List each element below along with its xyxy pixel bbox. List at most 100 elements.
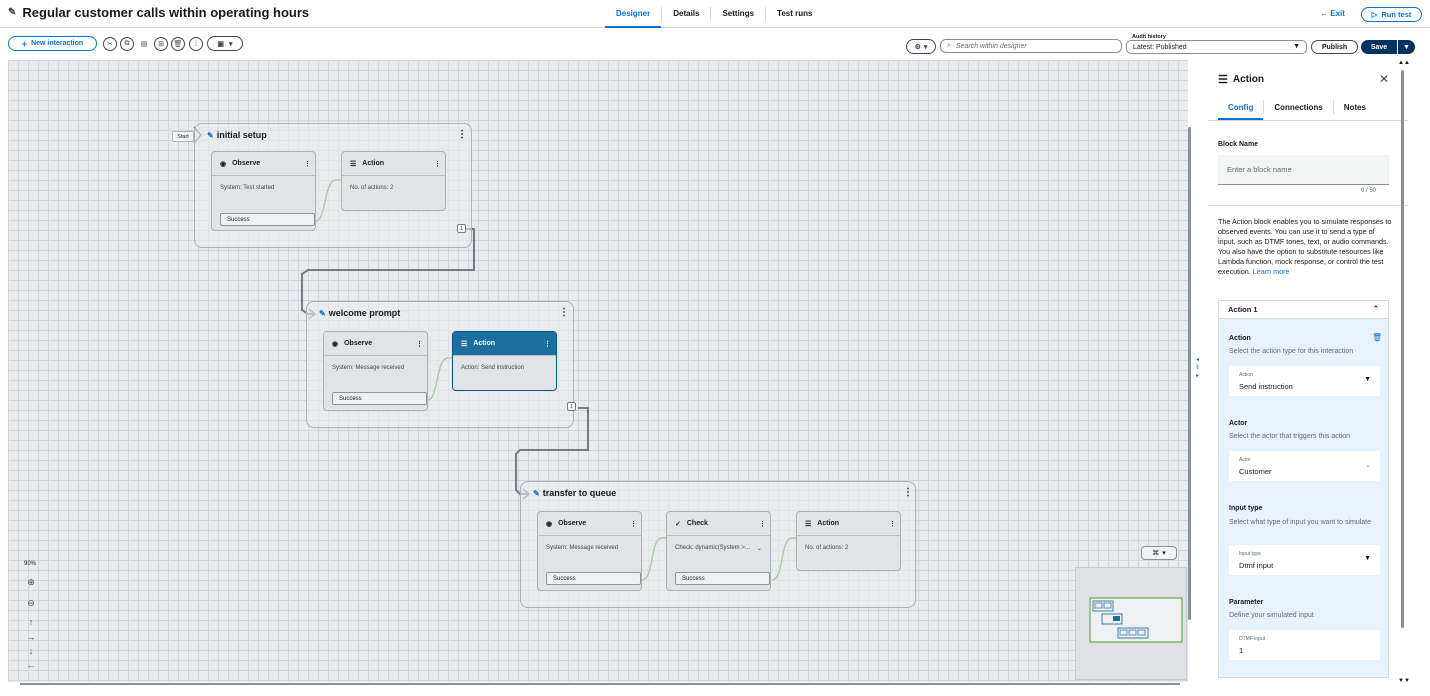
pencil-icon[interactable]: ✎ [533, 488, 540, 498]
actor-label: Actor [1229, 420, 1248, 427]
publish-button[interactable]: Publish [1311, 40, 1358, 54]
block-name-input[interactable]: Enter a block name [1218, 155, 1389, 185]
group-icon[interactable]: ⊞ [154, 37, 168, 51]
outport-success[interactable]: Success [220, 213, 315, 226]
layout-icon: ▣ [217, 40, 225, 48]
group-title[interactable]: ✎ welcome prompt [319, 308, 401, 318]
panel-splitter[interactable]: ◂ ‖ ▸ [1196, 356, 1199, 380]
observe-card[interactable]: ◉ Observe ⋮ System: Message received Suc… [537, 511, 642, 591]
kebab-menu-icon[interactable]: ⋮ [903, 487, 913, 498]
new-interaction-button[interactable]: + New interaction [8, 36, 97, 51]
save-button[interactable]: Save [1361, 40, 1397, 54]
pan-right-icon[interactable]: → [26, 632, 36, 642]
actor-select[interactable]: Actor Customer ⌄ [1229, 451, 1380, 481]
fit-view-dropdown[interactable]: ⌘ ▾ [1141, 546, 1177, 560]
scroll-up-icon[interactable]: ▲▲ [1398, 60, 1410, 66]
outport-success[interactable]: Success [675, 572, 770, 585]
observe-card[interactable]: ◉ Observe ⋮ System: Message received Suc… [323, 331, 428, 411]
pan-up-icon[interactable]: ↑ [28, 617, 34, 627]
zoom-in-icon[interactable]: ⊕ [27, 576, 35, 587]
group-initial-setup[interactable]: ✎ initial setup ⋮ ◉ Observe ⋮ System: Te… [194, 123, 472, 248]
tab-designer[interactable]: Designer [605, 7, 663, 28]
input-type-select[interactable]: Input type Dtmf input ▼ [1229, 545, 1380, 575]
cut-icon[interactable]: ✂ [103, 37, 117, 51]
grid-icon[interactable]: ⁞ [189, 37, 203, 51]
paste-icon[interactable]: ▤ [137, 37, 151, 51]
designer-canvas[interactable]: ✎ initial setup ⋮ ◉ Observe ⋮ System: Te… [8, 60, 1188, 682]
pencil-icon[interactable]: ✎ [8, 7, 17, 18]
kebab-menu-icon[interactable]: ⋮ [759, 520, 766, 528]
close-icon[interactable]: ✕ [1379, 72, 1390, 86]
canvas-vertical-scrollbar[interactable] [1188, 127, 1191, 620]
caret-down-icon: ▼ [1403, 43, 1410, 51]
kebab-menu-icon[interactable]: ⋮ [544, 340, 551, 348]
fit-screen-icon: ⌘ [1152, 550, 1160, 557]
exit-button[interactable]: ← Exit [1320, 9, 1345, 18]
pan-left-icon[interactable]: ← [26, 660, 36, 670]
eye-icon: ◉ [220, 160, 227, 168]
group-port[interactable]: 1 [457, 224, 466, 233]
zoom-level: 90% [24, 561, 37, 567]
caret-down-icon: ▾ [229, 40, 233, 48]
tab-settings[interactable]: Settings [711, 7, 767, 21]
tab-test-runs[interactable]: Test runs [777, 9, 813, 18]
divider [1208, 120, 1408, 121]
kebab-menu-icon[interactable]: ⋮ [434, 160, 441, 168]
tab-notes[interactable]: Notes [1343, 103, 1367, 112]
caret-down-icon: ▼ [1364, 555, 1371, 562]
kebab-menu-icon[interactable]: ⋮ [889, 520, 896, 528]
eye-icon: ◉ [546, 520, 553, 528]
chevron-down-icon[interactable]: ⌄ [756, 546, 762, 552]
check-card[interactable]: ✓ Check ⋮ Check: dynamic(System >... ⌄ S… [666, 511, 771, 591]
pencil-icon[interactable]: ✎ [319, 308, 326, 318]
delete-icon[interactable]: 🗑 [171, 37, 185, 51]
save-dropdown-button[interactable]: ▼ [1398, 40, 1415, 54]
audit-history-select[interactable]: Latest: Published ▼ [1126, 40, 1307, 54]
kebab-menu-icon[interactable]: ⋮ [559, 307, 569, 318]
kebab-menu-icon[interactable]: ⋮ [416, 340, 423, 348]
tab-details[interactable]: Details [662, 7, 712, 21]
action-card[interactable]: ☰ Action ⋮ No. of actions: 2 [796, 511, 901, 571]
chevron-down-icon: ⌄ [1365, 462, 1371, 469]
outport-success[interactable]: Success [332, 392, 427, 405]
action-label: Action [1229, 335, 1251, 342]
action-1-section-header[interactable]: Action 1 ⌃ [1218, 300, 1389, 318]
kebab-menu-icon[interactable]: ⋮ [630, 520, 637, 528]
observe-card[interactable]: ◉ Observe ⋮ System: Test started Success [211, 151, 316, 231]
kebab-menu-icon[interactable]: ⋮ [457, 129, 467, 140]
run-test-button[interactable]: ▷ Run test [1361, 7, 1422, 22]
actor-description: Select the actor that triggers this acti… [1229, 433, 1351, 440]
action-card-selected[interactable]: ☰ Action ⋮ Action: Send instruction [452, 331, 557, 391]
action-select[interactable]: Action Send instruction ▼ [1229, 366, 1380, 396]
input-type-description: Select what type of input you want to si… [1229, 519, 1372, 526]
pencil-icon[interactable]: ✎ [207, 130, 214, 140]
list-icon: ☰ [1218, 74, 1228, 86]
copy-icon[interactable]: ⧉ [120, 37, 134, 51]
panel-scrollbar[interactable] [1401, 70, 1404, 628]
tab-connections[interactable]: Connections [1264, 100, 1334, 114]
group-title[interactable]: ✎ initial setup [207, 130, 267, 140]
scroll-down-icon[interactable]: ▼▼ [1398, 678, 1410, 684]
zoom-out-icon[interactable]: ⊖ [27, 597, 35, 608]
trash-icon[interactable]: 🗑 [1372, 333, 1383, 342]
layout-dropdown[interactable]: ▣ ▾ [207, 36, 243, 51]
canvas-horizontal-scrollbar[interactable] [20, 683, 1180, 685]
eye-icon: ◉ [332, 340, 339, 348]
pan-down-icon[interactable]: ↓ [28, 646, 34, 656]
action-card[interactable]: ☰ Action ⋮ No. of actions: 2 [341, 151, 446, 211]
block-name-label: Block Name [1218, 141, 1259, 148]
list-icon: ☰ [350, 160, 357, 168]
minimap[interactable] [1075, 567, 1187, 680]
dtmf-input-field[interactable]: DTMF input 1 [1229, 630, 1380, 660]
group-welcome-prompt[interactable]: ✎ welcome prompt ⋮ ◉ Observe ⋮ System: M… [306, 301, 576, 428]
settings-dropdown[interactable]: ⚙ ▾ [906, 39, 936, 54]
search-input[interactable]: ⌕ Search within designer [940, 39, 1122, 53]
kebab-menu-icon[interactable]: ⋮ [304, 160, 311, 168]
learn-more-link[interactable]: Learn more [1252, 267, 1290, 276]
tab-config[interactable]: Config [1218, 100, 1265, 120]
panel-title: ☰ Action [1218, 74, 1264, 86]
group-port[interactable]: 1 [567, 402, 576, 411]
outport-success[interactable]: Success [546, 572, 641, 585]
group-title[interactable]: ✎ transfer to queue [533, 488, 617, 498]
group-transfer-to-queue[interactable]: ✎ transfer to queue ⋮ ◉ Observe ⋮ System… [520, 481, 916, 608]
